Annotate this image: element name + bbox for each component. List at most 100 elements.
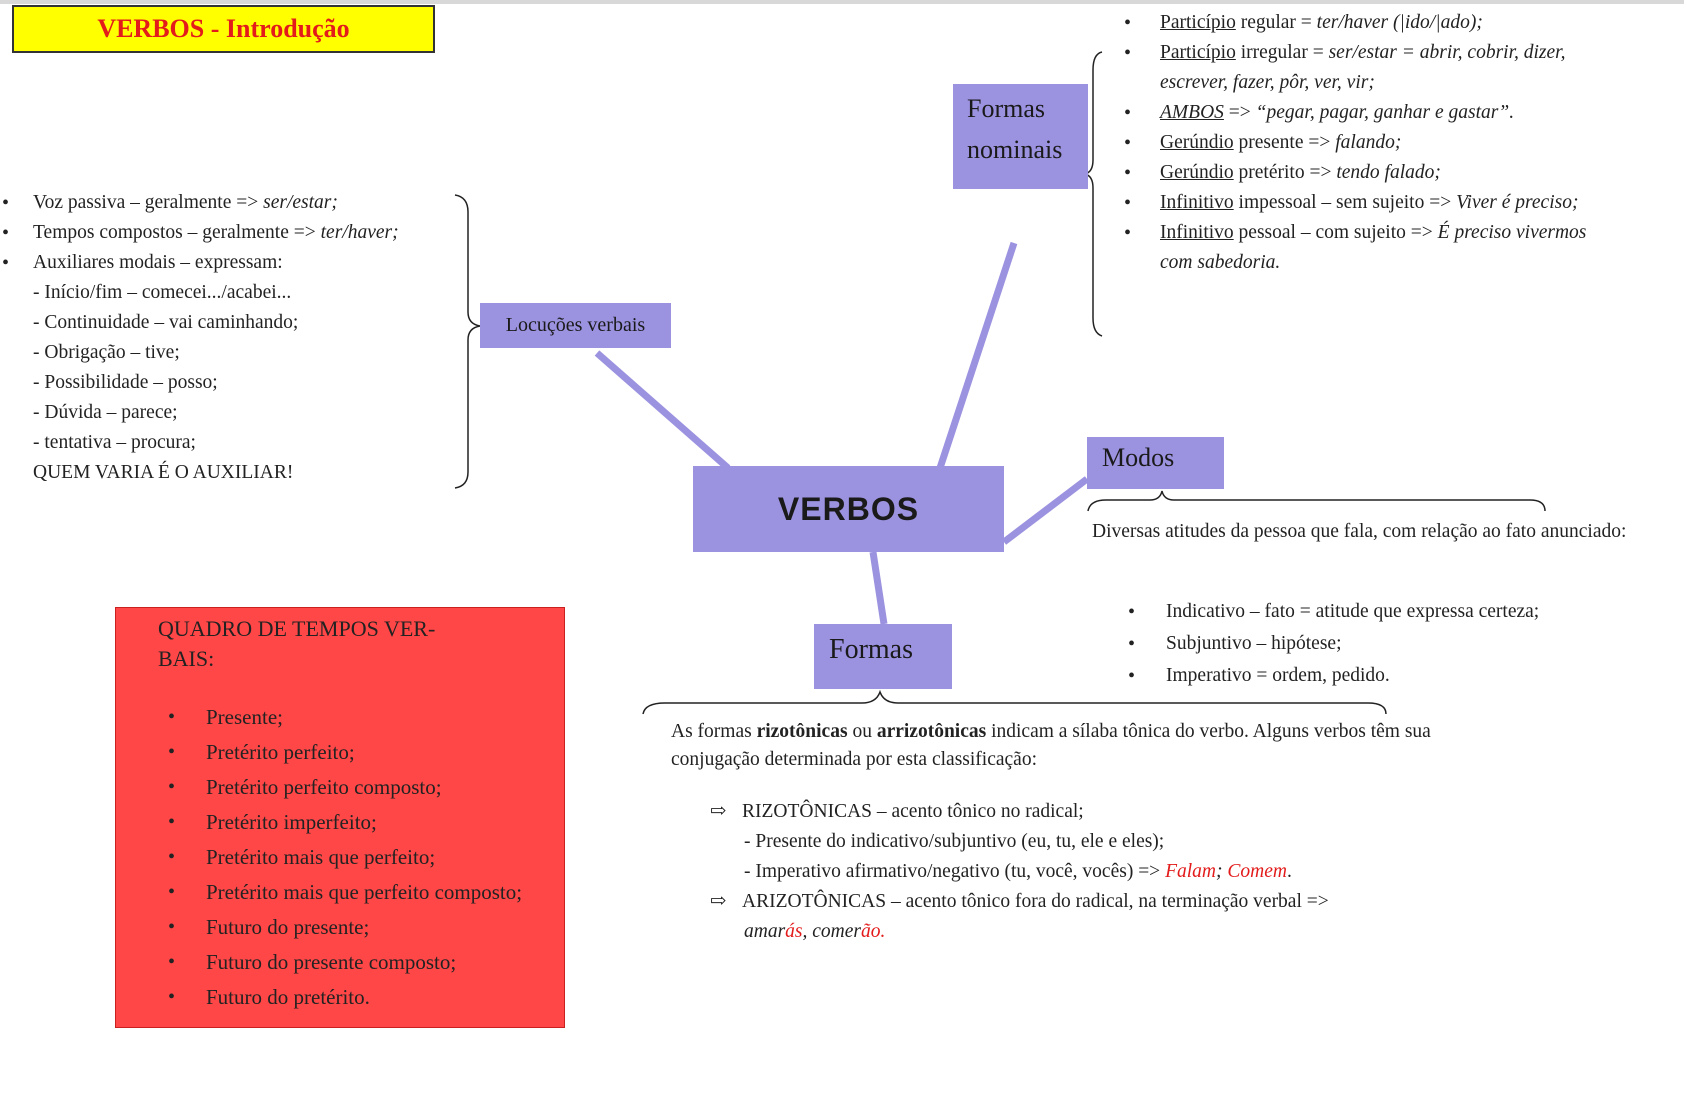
list-item-em: É preciso vivermos com sabedoria. — [1160, 222, 1587, 273]
rizotonicas-item: ⇨ RIZOTÔNICAS – acento tônico no radical; — [710, 797, 1470, 827]
node-locucoes-verbais: Locuções verbais — [480, 303, 671, 348]
sub-item: - tentativa – procura; — [33, 432, 196, 453]
list-item-text: pessoal – com sujeito => — [1233, 222, 1438, 243]
quadro-list: Presente; Pretérito perfeito; Pretérito … — [168, 700, 528, 1015]
list-item-term: AMBOS — [1160, 102, 1224, 123]
arizo-sep: , — [802, 921, 813, 942]
arrow-right-icon: ⇨ — [710, 801, 727, 822]
quadro-title: QUADRO DE TEMPOS VER- BAIS: — [158, 616, 436, 671]
rizo-sub-item: - Imperativo afirmativo/negativo (tu, vo… — [710, 857, 1470, 887]
list-item-em: ser/estar; — [263, 192, 338, 213]
sub-item: - Dúvida – parece; — [33, 402, 178, 423]
list-item-em: ter/haver (|ido/|ado); — [1316, 12, 1483, 33]
node-nominais-label-1: Formas — [967, 94, 1045, 123]
modos-description: Diversas atitudes da pessoa que fala, co… — [1092, 521, 1627, 542]
rizo-sub-item: - Presente do indicativo/subjuntivo (eu,… — [744, 831, 1165, 852]
brace-modos — [1087, 490, 1546, 512]
list-item-text: irregular = — [1235, 42, 1329, 63]
arizo-stem: comer — [812, 921, 861, 942]
quadro-tempos-verbais: QUADRO DE TEMPOS VER- BAIS: Presente; Pr… — [115, 607, 565, 1028]
brace-formas — [642, 689, 1387, 715]
node-nominais-label-2: nominais — [967, 135, 1063, 164]
list-item: Auxiliares modais – expressam: — [0, 248, 450, 278]
list-item: Gerúndio pretérito => tendo falado; — [1120, 158, 1590, 188]
sub-item: - Continuidade – vai caminhando; — [33, 312, 299, 333]
list-item-term: Gerúndio — [1160, 132, 1234, 153]
node-modos: Modos — [1087, 437, 1224, 489]
connector-locucoes — [594, 350, 731, 471]
list-item: Infinitivo pessoal – com sujeito => É pr… — [1120, 218, 1590, 278]
rizo-end: . — [1286, 861, 1292, 882]
connector-modos — [1001, 476, 1090, 545]
list-item: Indicativo – fato = atitude que expressa… — [1128, 596, 1648, 628]
formas-nominais-list: Particípio regular = ter/haver (|ido/|ad… — [1120, 8, 1590, 278]
desc-bold: arrizotônicas — [876, 721, 987, 742]
page-title-text: VERBOS - Introdução — [97, 14, 350, 43]
arizo-stem: amar — [744, 921, 786, 942]
locucoes-sub-list: - Início/fim – comecei.../acabei... - Co… — [33, 278, 298, 488]
list-item: Gerúndio presente => falando; — [1120, 128, 1590, 158]
node-formas: Formas — [814, 624, 952, 689]
list-item: Futuro do presente composto; — [168, 945, 528, 980]
sub-item-note: QUEM VARIA É O AUXILIAR! — [33, 462, 294, 483]
list-item-text: Voz passiva – geralmente => — [33, 192, 264, 213]
list-item: Pretérito perfeito; — [168, 735, 528, 770]
node-formas-label: Formas — [829, 634, 913, 665]
list-item: Particípio irregular = ser/estar = abrir… — [1120, 38, 1590, 98]
list-item: Pretérito mais que perfeito composto; — [168, 875, 528, 910]
list-item-text: regular = — [1235, 12, 1317, 33]
list-item: Pretérito mais que perfeito; — [168, 840, 528, 875]
rizo-sep: ; — [1215, 861, 1228, 882]
formas-description: As formas rizotônicas ou arrizotônicas i… — [671, 718, 1431, 774]
arizo-ending: ás — [785, 921, 803, 942]
list-item: Pretérito perfeito composto; — [168, 770, 528, 805]
modos-list: Indicativo – fato = atitude que expressa… — [1128, 596, 1648, 692]
page-title: VERBOS - Introdução — [12, 5, 435, 53]
list-item-text: Tempos compostos – geralmente => — [33, 222, 321, 243]
arizo-examples: amarás, comerão. — [710, 917, 1470, 947]
desc-text: indicam a sílaba tônica do verbo. Alguns… — [671, 721, 1431, 770]
node-modos-label: Modos — [1102, 443, 1175, 472]
list-item: Particípio regular = ter/haver (|ido/|ad… — [1120, 8, 1590, 38]
desc-bold: rizotônicas — [756, 721, 848, 742]
list-item: Presente; — [168, 700, 528, 735]
list-item-term: Gerúndio — [1160, 162, 1234, 183]
brace-locucoes — [454, 194, 481, 489]
sub-item: - Obrigação – tive; — [33, 342, 180, 363]
arizo-ending: ão — [861, 921, 881, 942]
arizo-title: ARIZOTÔNICAS – acento tônico fora do rad… — [742, 891, 1329, 912]
page-top-edge — [0, 0, 1684, 4]
list-item-term: Particípio — [1160, 42, 1236, 63]
list-item: AMBOS => “pegar, pagar, ganhar e gastar”… — [1120, 98, 1590, 128]
arizotonicas-item: ⇨ARIZOTÔNICAS – acento tônico fora do ra… — [710, 887, 1470, 917]
list-item-term: Infinitivo — [1160, 192, 1234, 213]
node-formas-nominais: Formas nominais — [953, 84, 1088, 189]
list-item-em: Viver é preciso; — [1456, 192, 1579, 213]
rizo-title: RIZOTÔNICAS – acento tônico no radical; — [742, 801, 1084, 822]
rizo-example: Falam — [1165, 861, 1216, 882]
list-item-em: “pegar, pagar, ganhar e gastar”. — [1255, 102, 1515, 123]
list-item-text: pretérito => — [1233, 162, 1337, 183]
rizo-sub-text: - Imperativo afirmativo/negativo (tu, vo… — [744, 861, 1166, 882]
list-item-text: => — [1223, 102, 1256, 123]
list-item: Imperativo = ordem, pedido. — [1128, 660, 1648, 692]
desc-text: ou — [847, 721, 877, 742]
connector-formas — [869, 551, 888, 625]
node-locucoes-label: Locuções verbais — [505, 314, 646, 336]
list-item: Pretérito imperfeito; — [168, 805, 528, 840]
rizotonicas-block: ⇨ RIZOTÔNICAS – acento tônico no radical;… — [710, 797, 1470, 947]
list-item-em: falando; — [1335, 132, 1402, 153]
list-item-term: Particípio — [1160, 12, 1236, 33]
list-item: Futuro do pretérito. — [168, 980, 528, 1015]
central-node-label: VERBOS — [777, 490, 920, 527]
list-item: Subjuntivo – hipótese; — [1128, 628, 1648, 660]
list-item: Voz passiva – geralmente => ser/estar; — [0, 188, 450, 218]
list-item-text: Auxiliares modais – expressam: — [33, 252, 283, 273]
list-item: Infinitivo impessoal – sem sujeito => Vi… — [1120, 188, 1590, 218]
list-item: Futuro do presente; — [168, 910, 528, 945]
desc-text: As formas — [671, 721, 757, 742]
list-item-text: impessoal – sem sujeito => — [1233, 192, 1457, 213]
list-item: Tempos compostos – geralmente => ter/hav… — [0, 218, 450, 248]
list-item-em: ser/estar = abrir, cobrir, dizer, escrev… — [1160, 42, 1566, 93]
